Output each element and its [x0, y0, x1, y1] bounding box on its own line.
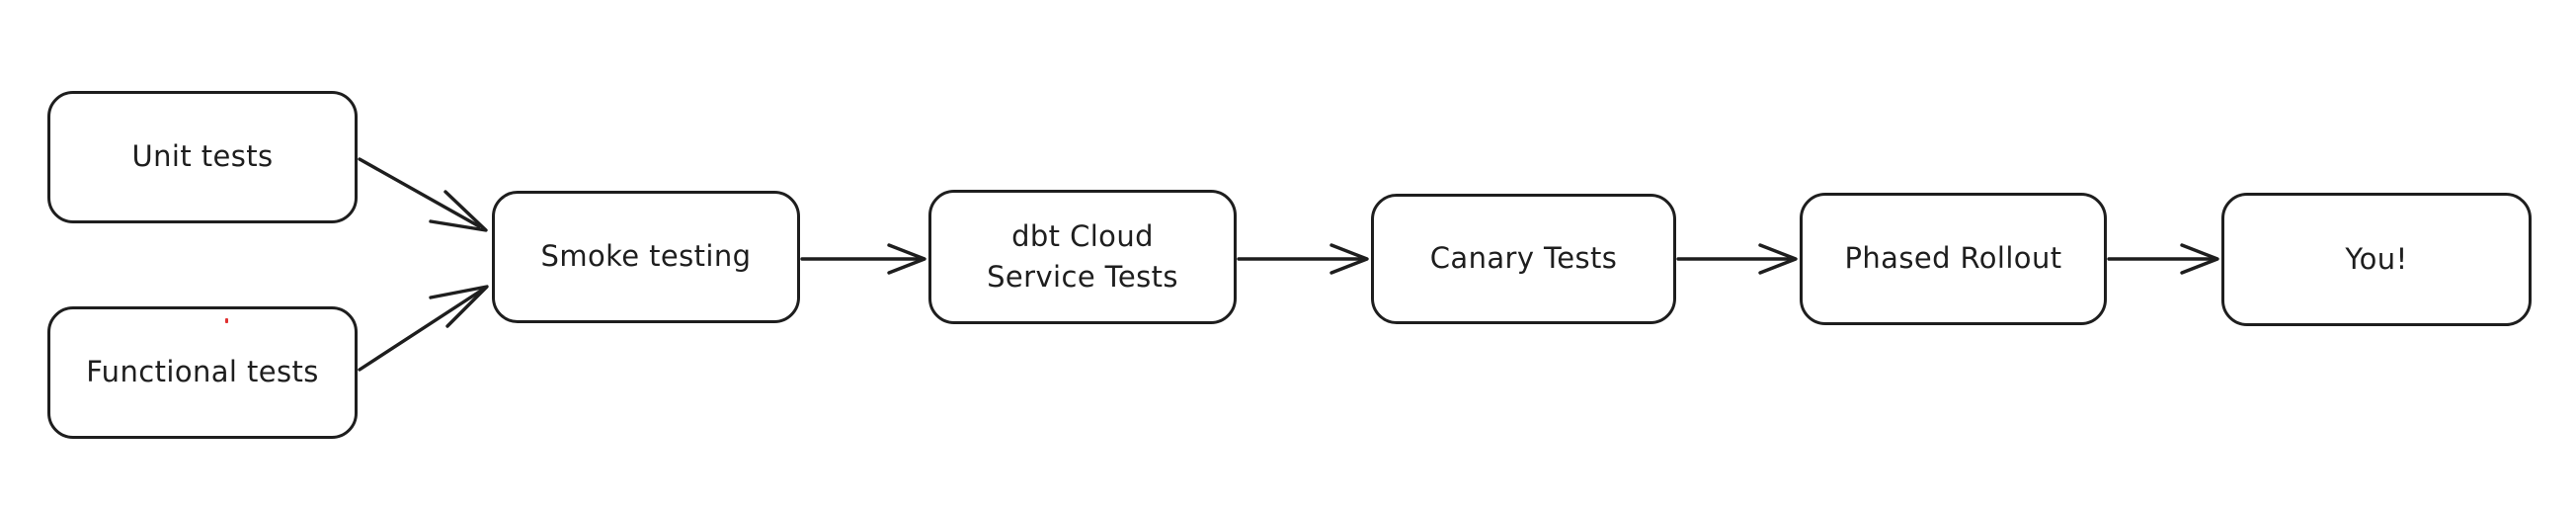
edge-dbt-to-canary: [1237, 243, 1369, 275]
node-functional-tests[interactable]: Functional tests: [47, 306, 358, 439]
node-label-smoke-testing: Smoke testing: [540, 239, 752, 274]
node-dbt-cloud-service-tests[interactable]: dbt Cloud Service Tests: [928, 190, 1237, 324]
node-you[interactable]: You!: [2221, 193, 2532, 326]
node-label-unit-tests: Unit tests: [131, 139, 274, 174]
edge-functional-to-smoke: [358, 285, 489, 372]
node-label-functional-tests: Functional tests: [86, 355, 319, 389]
edge-canary-to-phased: [1676, 243, 1798, 275]
node-smoke-testing[interactable]: Smoke testing: [492, 191, 800, 323]
node-phased-rollout[interactable]: Phased Rollout: [1800, 193, 2107, 325]
stray-red-dot: [225, 318, 228, 323]
node-label-canary-tests: Canary Tests: [1429, 241, 1618, 276]
node-canary-tests[interactable]: Canary Tests: [1371, 194, 1676, 324]
edge-smoke-to-dbt: [800, 243, 926, 275]
node-label-phased-rollout: Phased Rollout: [1844, 241, 2062, 276]
edge-phased-to-you: [2107, 243, 2219, 275]
node-unit-tests[interactable]: Unit tests: [47, 91, 358, 223]
node-label-dbt-cloud-service-tests: dbt Cloud Service Tests: [987, 218, 1178, 294]
edge-unit-to-smoke: [358, 157, 488, 232]
node-label-you: You!: [2345, 241, 2408, 276]
